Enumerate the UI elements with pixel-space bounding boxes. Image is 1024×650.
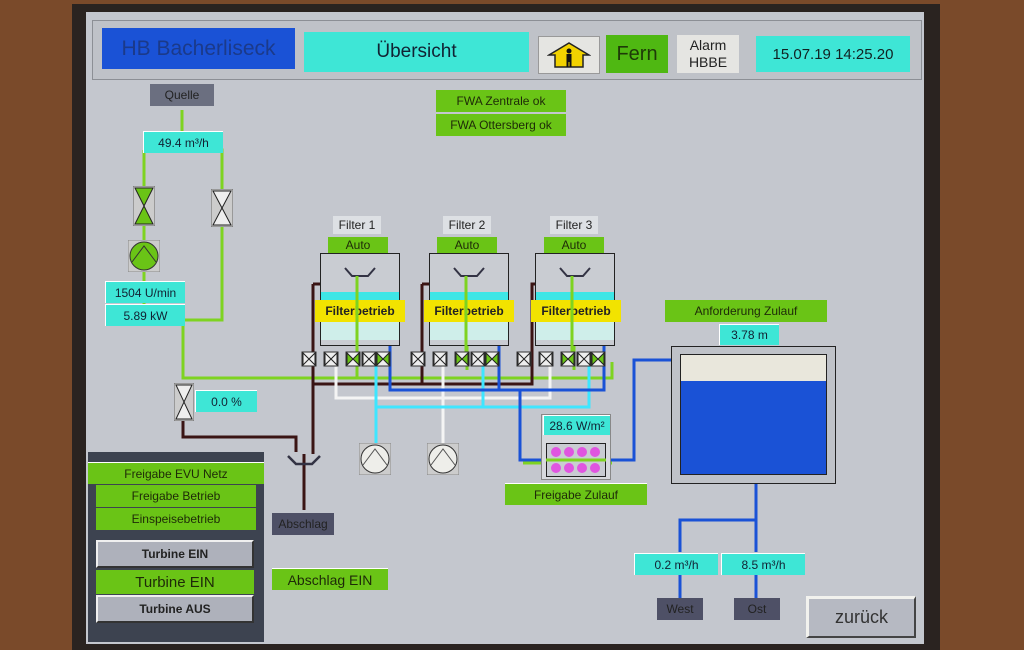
- source-flow: 49.4 m³/h: [143, 131, 223, 153]
- outlet-west-label: West: [657, 598, 703, 620]
- filter-valve-icon[interactable]: [484, 351, 500, 367]
- turbine-icon[interactable]: [128, 240, 160, 272]
- view-title: Übersicht: [304, 32, 529, 72]
- air-pipe: [334, 362, 552, 445]
- alarm-label: Alarm: [689, 37, 727, 53]
- turbine-on-button[interactable]: Turbine EIN: [96, 540, 254, 568]
- filter-valve-icon[interactable]: [538, 351, 554, 367]
- filter-valve-icon[interactable]: [323, 351, 339, 367]
- fwa-zentrale-status: FWA Zentrale ok: [436, 90, 566, 112]
- funnel-icon: [287, 455, 321, 466]
- fwa-ottersberg-status: FWA Ottersberg ok: [436, 114, 566, 136]
- filter-valve-icon[interactable]: [345, 351, 361, 367]
- filter-valve-icon[interactable]: [432, 351, 448, 367]
- turbine-off-button[interactable]: Turbine AUS: [96, 595, 254, 623]
- bypass-valve-icon[interactable]: [211, 189, 233, 227]
- outlet-east-flow: 8.5 m³/h: [721, 553, 805, 575]
- datetime-display: 15.07.19 14:25.20: [756, 36, 910, 72]
- filter-nozzle-icon: [453, 267, 485, 277]
- station-title: HB Bacherliseck: [102, 28, 295, 69]
- source-label: Quelle: [150, 84, 214, 106]
- filter-valve-icon[interactable]: [454, 351, 470, 367]
- filter-nozzle-icon: [344, 267, 376, 277]
- turbine-state: Turbine EIN: [96, 570, 254, 594]
- turbine-power: 5.89 kW: [105, 304, 185, 326]
- uv-release: Freigabe Zulauf: [505, 483, 647, 505]
- filter-valve-icon[interactable]: [590, 351, 606, 367]
- filter-valve-icon[interactable]: [361, 351, 377, 367]
- air-blower-icon[interactable]: [427, 443, 459, 475]
- filter-valve-icon[interactable]: [516, 351, 532, 367]
- einspeise-status: Einspeisebetrieb: [96, 508, 256, 530]
- filter-title: Filter 2: [443, 216, 491, 234]
- uv-intensity: 28.6 W/m²: [543, 415, 610, 435]
- filter-mode: Auto: [544, 237, 604, 253]
- filter-valve-icon[interactable]: [410, 351, 426, 367]
- filter-valve-icon[interactable]: [470, 351, 486, 367]
- inflow-request: Anforderung Zulauf: [665, 300, 827, 322]
- discharge-valve-icon[interactable]: [174, 383, 194, 421]
- reservoir-fill: [681, 381, 826, 474]
- filter-state: Filterbetrieb: [424, 300, 514, 322]
- home-button[interactable]: [538, 36, 600, 74]
- outlet-east-label: Ost: [734, 598, 780, 620]
- uv-lamps-icon[interactable]: [546, 443, 606, 477]
- filter-tank: [429, 253, 509, 346]
- filter-mode: Auto: [437, 237, 497, 253]
- house-person-icon: [547, 42, 591, 68]
- discharge-state: Abschlag EIN: [272, 568, 388, 590]
- valve-position: 0.0 %: [195, 390, 257, 412]
- filter-valve-icon[interactable]: [375, 351, 391, 367]
- filter-tank: [535, 253, 615, 346]
- turbine-inlet-valve-icon[interactable]: [133, 186, 155, 226]
- reservoir-level: 3.78 m: [719, 324, 779, 345]
- reservoir-tank[interactable]: [680, 354, 827, 475]
- back-button[interactable]: zurück: [806, 596, 916, 638]
- discharge-label: Abschlag: [272, 513, 334, 535]
- filter-title: Filter 1: [333, 216, 381, 234]
- filter-state: Filterbetrieb: [531, 300, 621, 322]
- alarm-station: HBBE: [688, 54, 728, 70]
- rinse-pump-icon[interactable]: [359, 443, 391, 475]
- filter-valve-icon[interactable]: [560, 351, 576, 367]
- alarm-button[interactable]: Alarm HBBE: [677, 35, 739, 73]
- mode-indicator[interactable]: Fern: [606, 35, 668, 73]
- filter-valve-icon[interactable]: [301, 351, 317, 367]
- outlet-west-flow: 0.2 m³/h: [634, 553, 718, 575]
- filter-mode: Auto: [328, 237, 388, 253]
- filter-title: Filter 3: [550, 216, 598, 234]
- freigabe-evu-status: Freigabe EVU Netz: [88, 462, 264, 484]
- filter-tank: [320, 253, 400, 346]
- rinse-water-pipe: [374, 362, 591, 445]
- filter-valve-icon[interactable]: [576, 351, 592, 367]
- filter-state: Filterbetrieb: [315, 300, 405, 322]
- turbine-speed: 1504 U/min: [105, 281, 185, 303]
- filter-nozzle-icon: [559, 267, 591, 277]
- freigabe-betrieb-status: Freigabe Betrieb: [96, 485, 256, 507]
